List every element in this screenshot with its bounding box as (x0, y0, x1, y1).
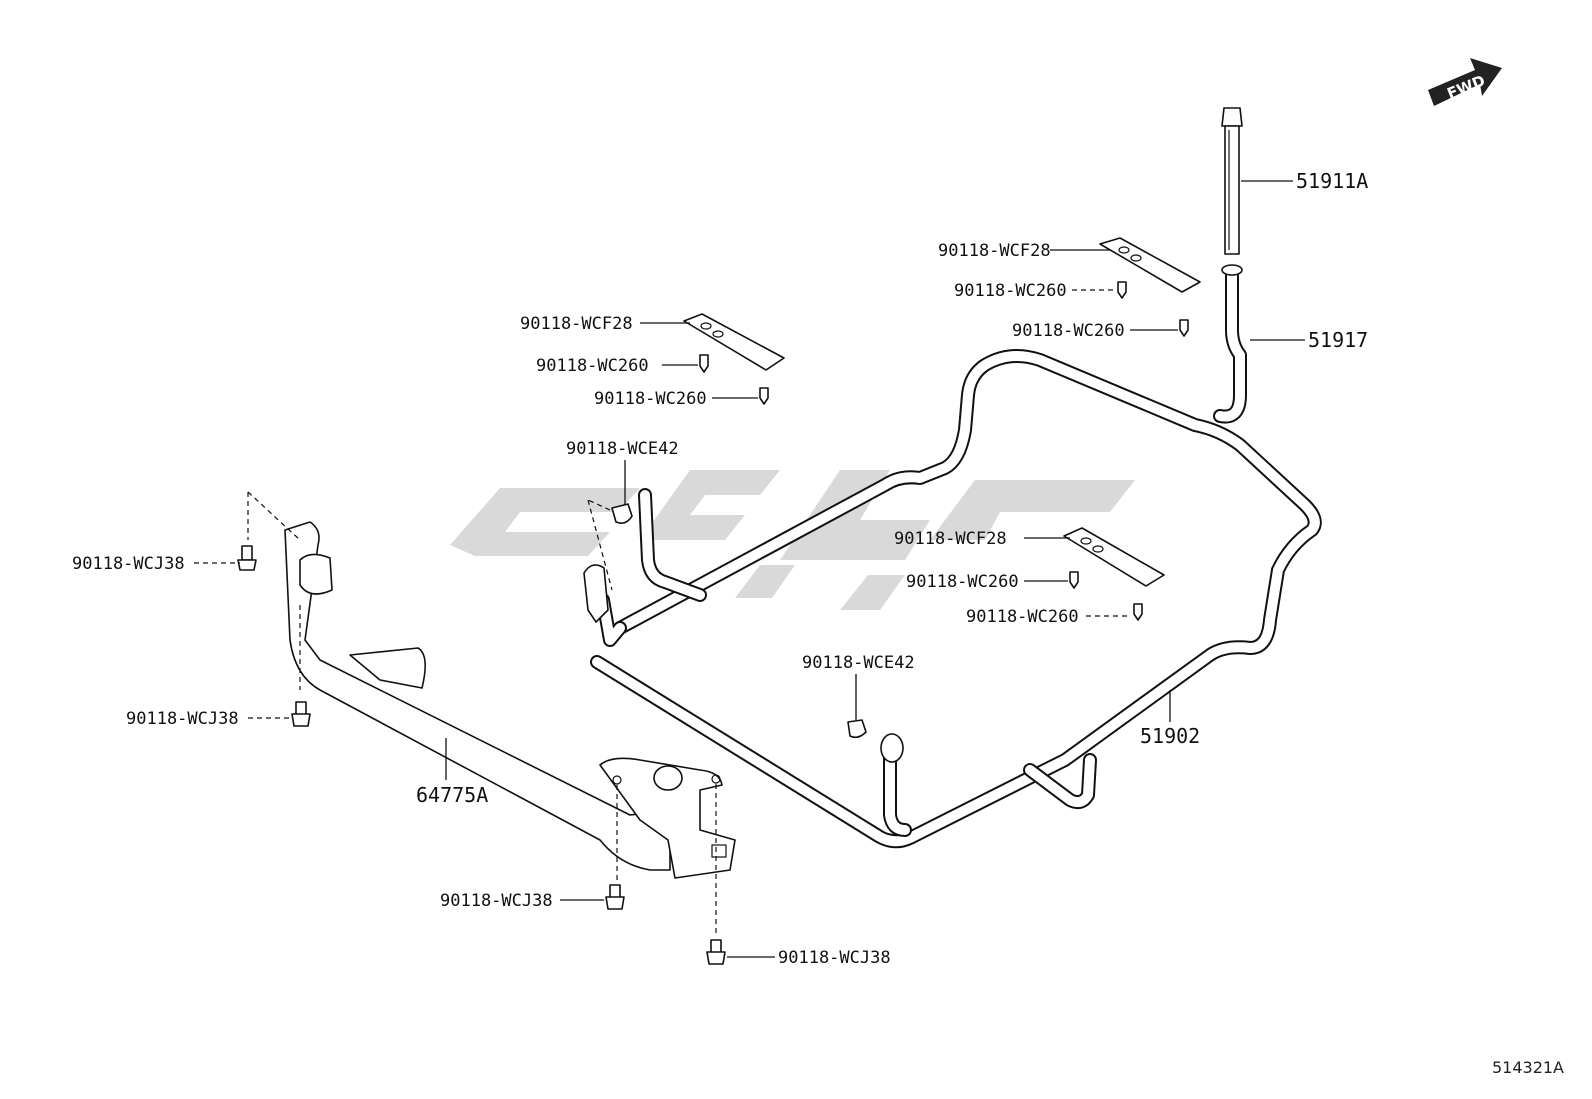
callout-wcf28-right: 90118-WCF28 (938, 241, 1051, 261)
bolt-icon (605, 884, 625, 910)
fwd-arrow-icon: FWD (1428, 58, 1502, 106)
document-code: 514321A (1491, 1058, 1564, 1077)
callout-wcf28-mid: 90118-WCF28 (894, 529, 1007, 549)
callout-wcj38-3: 90118-WCJ38 (440, 891, 553, 911)
callout-wc260-left-2: 90118-WC260 (594, 389, 707, 409)
long-bolt-51911A (1221, 107, 1243, 255)
clip-icon (759, 387, 769, 405)
callout-wc260-right-1: 90118-WC260 (954, 281, 1067, 301)
callout-wc260-mid-1: 90118-WC260 (906, 572, 1019, 592)
label-51911A: 51911A (1296, 169, 1368, 193)
pipe-51917 (1213, 264, 1247, 424)
clip-icon (699, 354, 709, 373)
bracket-64775A (284, 521, 736, 879)
plate-left-top (683, 313, 785, 371)
callout-wcj38-4: 90118-WCJ38 (778, 948, 891, 968)
callout-wc260-left-1: 90118-WC260 (536, 356, 649, 376)
frame-51902 (583, 349, 1322, 849)
plate-mid (1063, 527, 1165, 587)
bolt-icon (706, 939, 726, 965)
clip-icon (1133, 603, 1143, 621)
label-64775A: 64775A (416, 783, 488, 807)
callout-wce42-left: 90118-WCE42 (566, 439, 679, 459)
clip-icon (1069, 571, 1079, 589)
callout-wcf28-left: 90118-WCF28 (520, 314, 633, 334)
callout-wc260-right-2: 90118-WC260 (1012, 321, 1125, 341)
callout-wc260-mid-2: 90118-WC260 (966, 607, 1079, 627)
callout-wcj38-1: 90118-WCJ38 (72, 554, 185, 574)
clip-icon (1117, 281, 1127, 299)
clip-icon (1179, 319, 1189, 337)
plate-right-top (1099, 237, 1201, 293)
watermark-logo (450, 470, 1135, 610)
grommet-icon (847, 719, 867, 739)
grommet-icon (611, 503, 633, 524)
callout-wce42-mid: 90118-WCE42 (802, 653, 915, 673)
bolt-icon (291, 701, 311, 727)
label-51902: 51902 (1140, 724, 1200, 748)
callout-wcj38-2: 90118-WCJ38 (126, 709, 239, 729)
bolt-icon (237, 545, 257, 571)
label-51917: 51917 (1308, 328, 1368, 352)
